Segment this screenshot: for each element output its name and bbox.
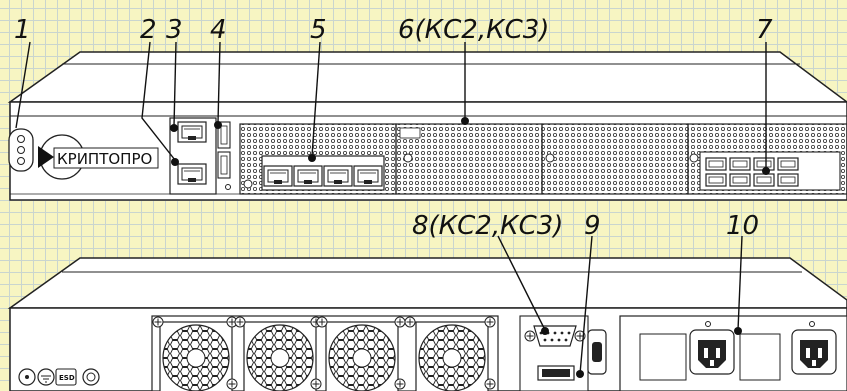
- fan-1: [159, 321, 233, 391]
- front-panel: КРИПТОПРО: [7, 51, 847, 201]
- power-supplies: [619, 315, 847, 391]
- callout-1: 1: [14, 15, 31, 45]
- callout-10: 10: [726, 211, 759, 241]
- mgmt-port: [177, 163, 207, 185]
- power-inlet-2: [791, 329, 837, 375]
- expansion-slot-6: [395, 123, 543, 195]
- rear-panel: ESD: [7, 257, 847, 391]
- esd-label: ESD: [59, 374, 75, 382]
- callout-7: 7: [756, 15, 773, 45]
- network-module-5: [239, 123, 397, 195]
- callout-4: 4: [210, 15, 227, 45]
- callout-5: 5: [310, 15, 327, 45]
- fan-2: [243, 321, 317, 391]
- brand-logo: КРИПТОПРО: [38, 134, 159, 180]
- expansion-slot-blank: [541, 123, 689, 195]
- callout-2: 2: [140, 15, 157, 45]
- power-inlet-1: [689, 329, 735, 375]
- callout-labels: 1 2 3 4 5 6(КС2,КС3) 7 8(КС2,КС3) 9 10: [14, 15, 773, 241]
- leader-dots: [170, 117, 770, 378]
- status-leds: [8, 128, 34, 172]
- brand-name: КРИПТОПРО: [57, 150, 152, 168]
- ground-terminals: ESD: [18, 368, 100, 386]
- front-usb-ports: [217, 121, 231, 190]
- callout-8: 8(КС2,КС3): [412, 211, 563, 241]
- fan-modules: [151, 315, 499, 391]
- callout-9: 9: [584, 211, 601, 241]
- callout-3: 3: [166, 15, 183, 45]
- callout-6: 6(КС2,КС3): [398, 15, 549, 45]
- console-port: [177, 121, 207, 143]
- sfp-module-7: [687, 123, 847, 195]
- rear-usb-port: [537, 329, 634, 381]
- fan-3: [325, 321, 399, 391]
- leader-lines: [15, 41, 767, 375]
- fan-4: [415, 321, 489, 391]
- serial-console-port: [519, 315, 589, 391]
- management-ports: [169, 117, 217, 195]
